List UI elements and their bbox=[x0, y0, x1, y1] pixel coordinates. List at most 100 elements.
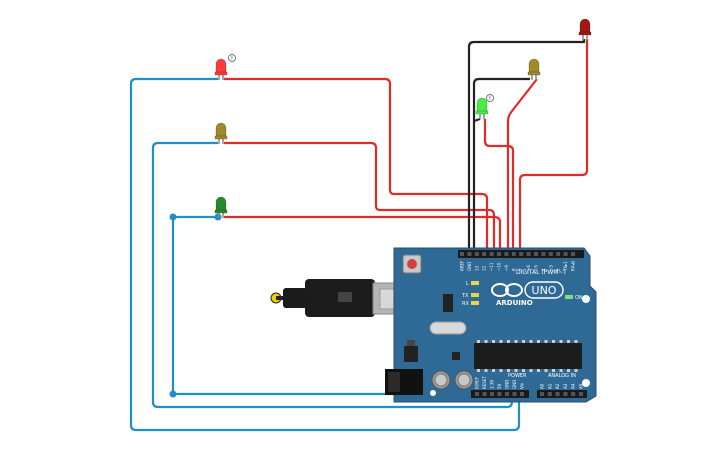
arduino-logo-icon bbox=[491, 283, 523, 297]
wire-red-led-right-to-pin[interactable] bbox=[518, 39, 589, 252]
wire-ground-inner[interactable] bbox=[171, 215, 512, 396]
led-bulb bbox=[528, 58, 540, 75]
digital-pin-hole[interactable] bbox=[511, 252, 516, 256]
wire-junction bbox=[169, 213, 177, 221]
led-bulb bbox=[476, 97, 488, 114]
led-red[interactable] bbox=[578, 18, 592, 40]
analog-pin-hole[interactable] bbox=[540, 392, 544, 396]
power-pin-label: Vin bbox=[520, 382, 525, 389]
digital-pin-hole[interactable] bbox=[548, 252, 553, 256]
analog-pin-label: A0 bbox=[540, 383, 545, 389]
mounting-hole bbox=[582, 295, 590, 303]
digital-pin-label: ~11 bbox=[489, 262, 494, 271]
analog-pin-label: A4 bbox=[571, 383, 576, 389]
led-yellow[interactable] bbox=[527, 58, 541, 80]
led-bulb bbox=[215, 196, 227, 213]
digital-pin-hole[interactable] bbox=[526, 252, 531, 256]
wire-ground-outer[interactable] bbox=[129, 77, 521, 432]
power-pin-label: RESET bbox=[482, 376, 487, 389]
usb-cable[interactable] bbox=[270, 279, 409, 317]
digital-pin-hole[interactable] bbox=[482, 252, 487, 256]
digital-pin-label: 4 bbox=[541, 268, 546, 271]
digital-pin-label: ~9 bbox=[504, 265, 509, 271]
wire-black-top[interactable] bbox=[467, 39, 586, 252]
digital-pin-hole[interactable] bbox=[474, 252, 479, 256]
wires bbox=[129, 39, 589, 432]
digital-pin-hole[interactable] bbox=[563, 252, 568, 256]
power-pin-hole[interactable] bbox=[505, 392, 509, 396]
led-rim bbox=[214, 209, 228, 214]
led-l bbox=[471, 281, 479, 285]
digital-pin-hole[interactable] bbox=[519, 252, 524, 256]
wire-yellow-led-right-to-pin[interactable] bbox=[506, 78, 538, 252]
digital-pin-hole[interactable] bbox=[497, 252, 501, 256]
digital-pin-hole[interactable] bbox=[460, 252, 464, 256]
digital-pin-label: ~5 bbox=[534, 265, 539, 271]
uno-label: UNO bbox=[532, 284, 557, 297]
usb-logo-icon bbox=[338, 292, 352, 302]
led-yellow[interactable] bbox=[214, 122, 228, 144]
wire-red-led-left-to-pin[interactable] bbox=[224, 77, 489, 252]
digital-pin-label: 2 bbox=[556, 268, 561, 271]
digital-pin-hole[interactable] bbox=[489, 252, 494, 256]
led-red[interactable]: ! bbox=[214, 54, 236, 81]
analog-pin-hole[interactable] bbox=[563, 392, 568, 396]
power-pin-hole[interactable] bbox=[520, 392, 524, 396]
analog-pin-hole[interactable] bbox=[547, 392, 552, 396]
led-green[interactable] bbox=[214, 196, 228, 218]
led-rim bbox=[214, 135, 228, 140]
digital-pin-label: 8 bbox=[511, 268, 516, 271]
led-bulb bbox=[215, 58, 227, 75]
power-pin-label: GND bbox=[512, 380, 517, 389]
led-rx-label: RX bbox=[462, 301, 469, 307]
led-rx bbox=[471, 301, 479, 305]
led-bulb bbox=[579, 18, 591, 35]
digital-pin-hole[interactable] bbox=[504, 252, 509, 256]
led-green[interactable]: ! bbox=[475, 94, 494, 120]
led-l-label: L bbox=[466, 281, 469, 287]
power-pin-hole[interactable] bbox=[497, 392, 502, 396]
reset-button-cap[interactable] bbox=[407, 259, 417, 269]
digital-pin-label: ~3 bbox=[548, 265, 553, 271]
power-pin-label: 5V bbox=[497, 383, 502, 389]
digital-pin-hole[interactable] bbox=[571, 252, 575, 256]
digital-pin-hole[interactable] bbox=[467, 252, 472, 256]
arduino-board[interactable]: DIGITAL (PWM~) ARDUINO UNO L TX RX ON bbox=[385, 247, 597, 403]
analog-pin-label: A3 bbox=[563, 383, 568, 389]
digital-pin-hole[interactable] bbox=[556, 252, 561, 256]
led-tx bbox=[471, 293, 479, 297]
on-label: ON bbox=[575, 295, 583, 301]
wire-green-led-left-to-pin[interactable] bbox=[224, 215, 502, 252]
led-rim bbox=[214, 71, 228, 76]
analog-pin-hole[interactable] bbox=[571, 392, 576, 396]
power-pin-hole[interactable] bbox=[475, 392, 479, 396]
usb-strain-relief bbox=[283, 288, 307, 308]
analog-pin-hole[interactable] bbox=[579, 392, 583, 396]
power-pin-hole[interactable] bbox=[490, 392, 494, 396]
wire-black-green[interactable] bbox=[473, 117, 481, 123]
microcontroller-chip bbox=[474, 343, 582, 369]
digital-pin-hole[interactable] bbox=[541, 252, 546, 256]
uno-badge bbox=[524, 281, 564, 299]
digital-pin-label: AREF bbox=[460, 260, 465, 271]
digital-pin-hole[interactable] bbox=[534, 252, 538, 256]
analog-label: ANALOG IN bbox=[548, 373, 576, 379]
digital-label: DIGITAL (PWM~) bbox=[516, 269, 566, 276]
power-pin-hole[interactable] bbox=[512, 392, 517, 396]
warning-badge-text: ! bbox=[489, 95, 491, 102]
wire-black-yellow[interactable] bbox=[472, 77, 530, 252]
wire-green-led-right-to-pin[interactable] bbox=[483, 119, 515, 252]
crystal bbox=[429, 321, 467, 335]
bottom-pin-holes bbox=[475, 392, 583, 396]
power-pin-hole[interactable] bbox=[482, 392, 487, 396]
led-rim bbox=[578, 31, 592, 36]
wire-junction bbox=[169, 390, 177, 398]
digital-pin-label: 13 bbox=[474, 265, 479, 271]
mounting-hole bbox=[430, 390, 436, 396]
digital-pin-label: TX▸1 bbox=[563, 261, 568, 272]
wire-yellow-led-left-to-pin[interactable] bbox=[224, 141, 496, 252]
wire-ground-middle[interactable] bbox=[151, 141, 514, 409]
analog-pin-hole[interactable] bbox=[555, 392, 560, 396]
